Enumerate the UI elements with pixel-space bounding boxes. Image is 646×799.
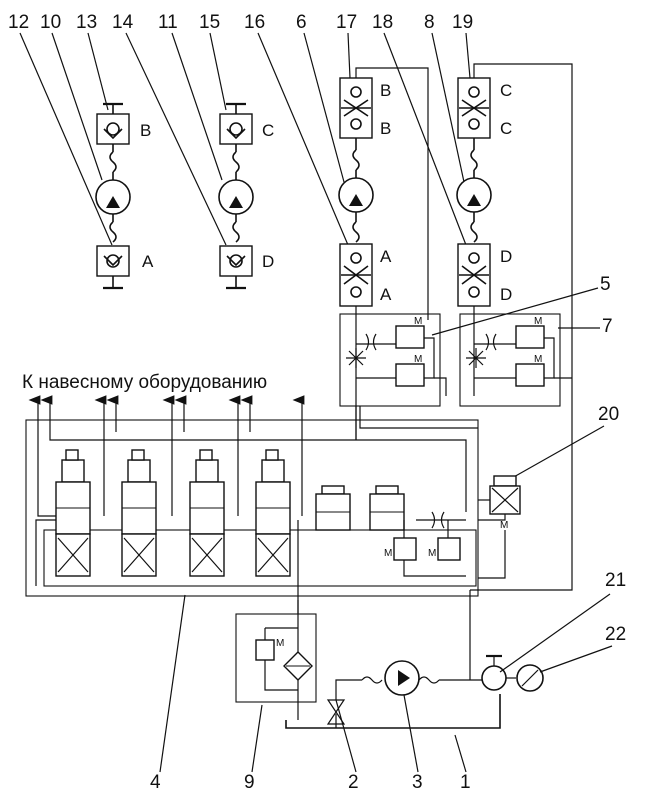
port-label: D — [500, 285, 512, 304]
label-6: 6 — [296, 12, 307, 33]
svg-text:M: M — [500, 520, 508, 531]
port-label: A — [380, 285, 392, 304]
hose-icon — [419, 677, 439, 683]
check-valve-14 — [220, 246, 252, 276]
port-label: C — [500, 119, 512, 138]
label-4: 4 — [150, 772, 161, 793]
motor-11-assembly: C D — [219, 104, 274, 288]
svg-text:M: M — [534, 354, 542, 365]
label-12: 12 — [8, 12, 29, 33]
port-label: D — [262, 252, 274, 271]
port-label: C — [500, 81, 512, 100]
label-16: 16 — [244, 12, 265, 33]
output-arrows — [38, 400, 302, 432]
spool-valves: M M — [56, 450, 466, 576]
check-valve-15 — [220, 114, 252, 144]
port-label: B — [140, 121, 151, 140]
label-5: 5 — [600, 274, 611, 295]
label-7: 7 — [602, 316, 613, 337]
port-label: D — [500, 247, 512, 266]
port-label: C — [262, 121, 274, 140]
svg-text:M: M — [414, 354, 422, 365]
label-10: 10 — [40, 12, 61, 33]
check-valve-12 — [97, 246, 129, 276]
label-2: 2 — [348, 772, 359, 793]
svg-text:M: M — [428, 548, 436, 559]
svg-text:M: M — [414, 316, 422, 327]
gauge-switch-21 — [482, 666, 506, 690]
label-13: 13 — [76, 12, 97, 33]
label-19: 19 — [452, 12, 473, 33]
distributor-4 — [26, 406, 478, 596]
svg-text:M: M — [276, 638, 284, 649]
power-unit — [286, 590, 543, 728]
label-3: 3 — [412, 772, 423, 793]
spool-valve-4 — [256, 450, 290, 576]
label-22: 22 — [605, 624, 626, 645]
spool-valve-1 — [56, 450, 90, 576]
label-17: 17 — [336, 12, 357, 33]
spool-valve-3 — [190, 450, 224, 576]
spool-valve-6 — [370, 486, 404, 530]
port-label: B — [380, 81, 391, 100]
label-8: 8 — [424, 12, 435, 33]
solenoid-valve-20: M — [478, 476, 520, 578]
port-label: B — [380, 119, 391, 138]
label-14: 14 — [112, 12, 134, 33]
caption: К навесному оборудованию — [22, 372, 267, 393]
label-9: 9 — [244, 772, 255, 793]
label-21: 21 — [605, 570, 626, 591]
spool-valve-2 — [122, 450, 156, 576]
motor-6-assembly: B B A A — [339, 78, 392, 306]
label-18: 18 — [372, 12, 393, 33]
port-label: A — [380, 247, 392, 266]
flow-divider-7: M M — [460, 306, 572, 406]
svg-text:M: M — [384, 548, 392, 559]
label-11: 11 — [158, 12, 178, 33]
hose-icon — [362, 677, 382, 683]
spool-valve-5 — [316, 486, 350, 530]
label-1: 1 — [460, 772, 471, 793]
check-valve-13 — [97, 114, 129, 144]
svg-text:M: M — [534, 316, 542, 327]
label-15: 15 — [199, 12, 220, 33]
label-20: 20 — [598, 404, 619, 425]
port-label: A — [142, 252, 154, 271]
motor-10-assembly: B A — [96, 104, 154, 288]
motor-8-assembly: C C D D — [457, 78, 512, 306]
